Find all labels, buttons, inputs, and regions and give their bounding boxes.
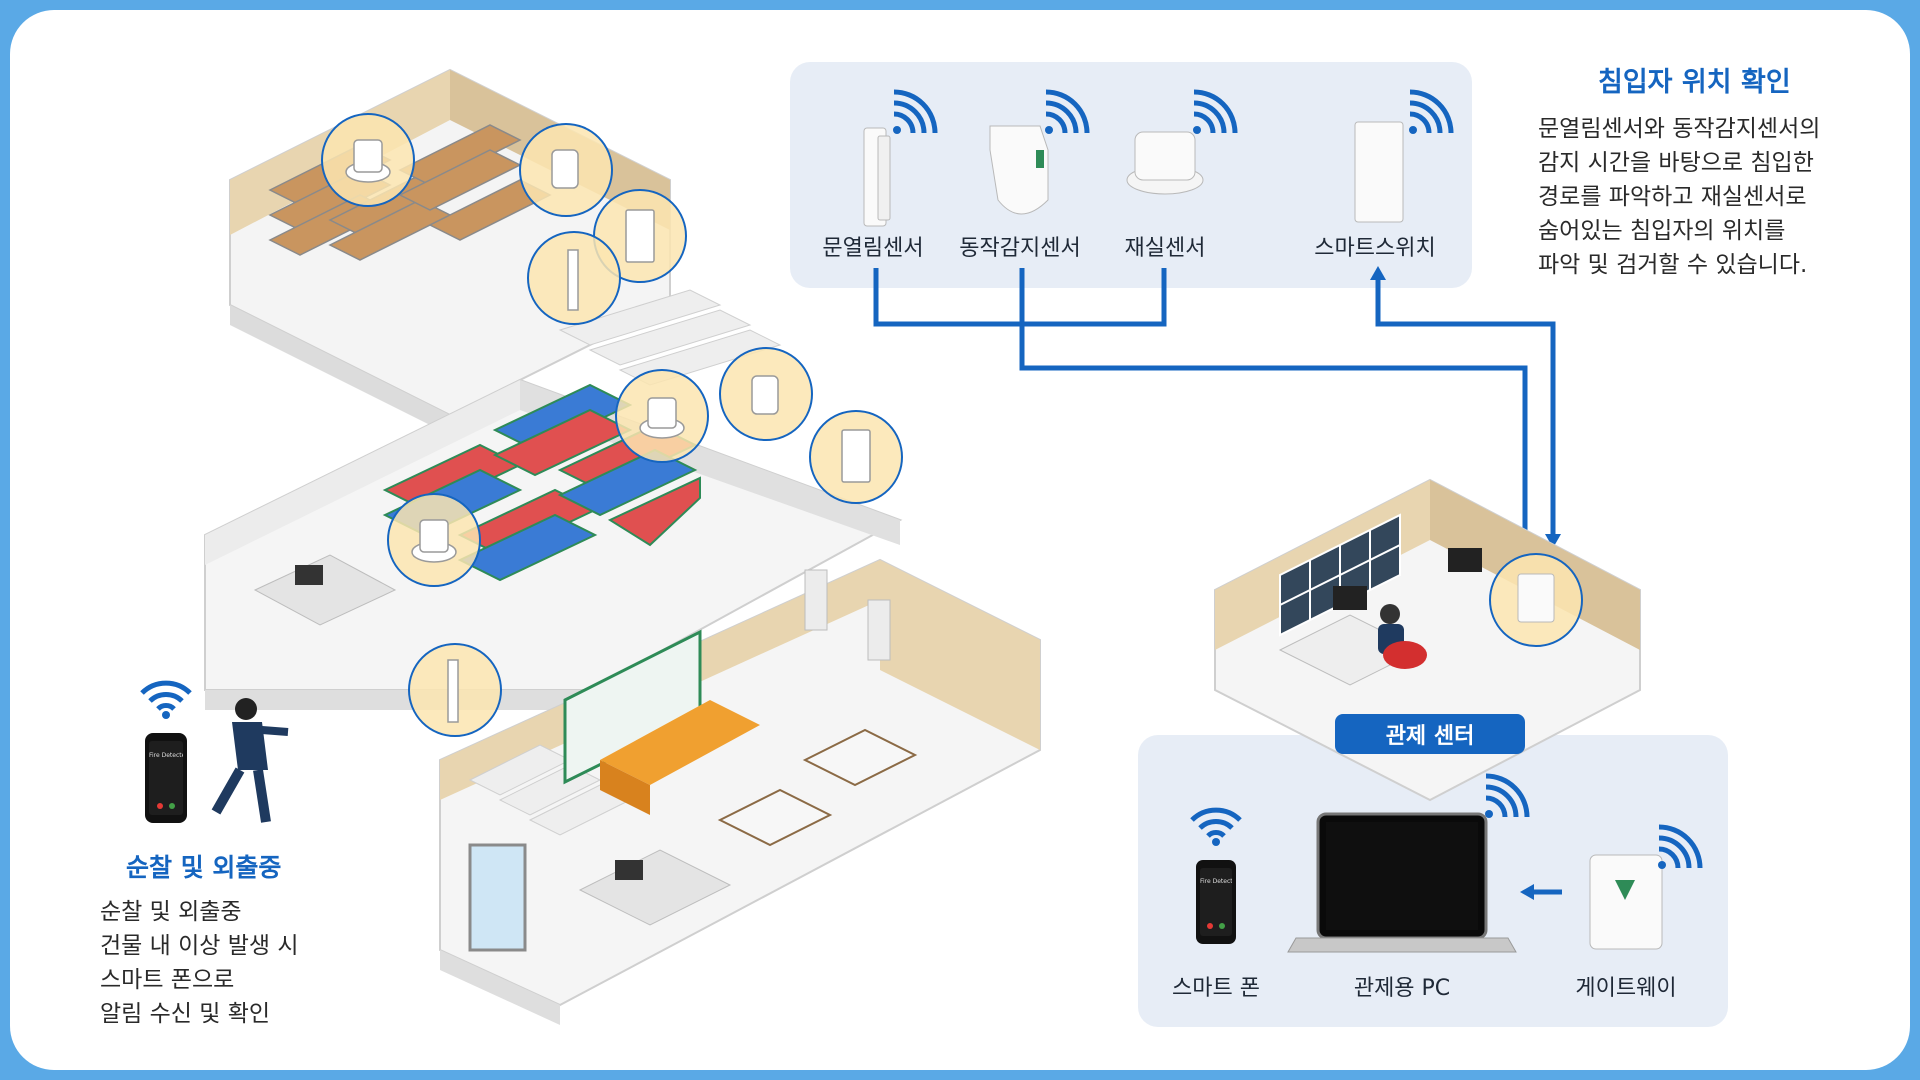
patrol-line: 알림 수신 및 확인 bbox=[100, 1001, 271, 1027]
motion-sensor-label: 동작감지센서 bbox=[959, 236, 1081, 261]
patrol-title: 순찰 및 외출중 bbox=[126, 853, 282, 882]
laptop-icon bbox=[1287, 776, 1527, 953]
intrusion-line: 문열림센서와 동작감지센서의 bbox=[1538, 116, 1821, 142]
gateway-to-pc-arrow bbox=[1520, 884, 1562, 900]
patrol-line: 스마트 폰으로 bbox=[100, 967, 235, 993]
patrol-person-icon bbox=[211, 698, 289, 823]
door-sensor-icon bbox=[863, 92, 935, 227]
smart-switch-icon bbox=[1354, 92, 1451, 223]
door-sensor-label: 문열림센서 bbox=[822, 236, 924, 261]
presence-sensor-label: 재실센서 bbox=[1124, 236, 1206, 261]
gateway-icon bbox=[1589, 827, 1700, 950]
intrusion-line: 경로를 파악하고 재실센서로 bbox=[1538, 184, 1807, 210]
patrol-line: 건물 내 이상 발생 시 bbox=[100, 933, 299, 959]
presence-sensor-icon bbox=[1126, 92, 1235, 195]
patrol-line: 순찰 및 외출중 bbox=[100, 899, 242, 925]
control-smartphone-label: 스마트 폰 bbox=[1172, 976, 1260, 1001]
control-center-badge: 관제 센터 bbox=[1335, 714, 1525, 754]
intrusion-line: 감지 시간을 바탕으로 침입한 bbox=[1538, 150, 1814, 176]
patrol-phone-screen-text: Fire Detected bbox=[149, 752, 183, 759]
motion-sensor-icon bbox=[989, 92, 1087, 215]
control-pc-label: 관제용 PC bbox=[1353, 976, 1451, 1001]
smart-switch-label: 스마트스위치 bbox=[1314, 236, 1436, 261]
connection-lines bbox=[873, 268, 1556, 538]
intrusion-line: 파악 및 검거할 수 있습니다. bbox=[1538, 252, 1808, 278]
gateway-label: 게이트웨이 bbox=[1575, 976, 1677, 1001]
intrusion-line: 숨어있는 침입자의 위치를 bbox=[1538, 218, 1786, 244]
building bbox=[204, 68, 1041, 1025]
intrusion-title: 침입자 위치 확인 bbox=[1598, 67, 1791, 98]
patrol-phone-icon bbox=[142, 683, 190, 823]
control-phone-icon bbox=[1192, 810, 1240, 944]
control-room bbox=[1214, 478, 1641, 802]
control-phone-screen-text: Fire Detected bbox=[1200, 878, 1232, 885]
